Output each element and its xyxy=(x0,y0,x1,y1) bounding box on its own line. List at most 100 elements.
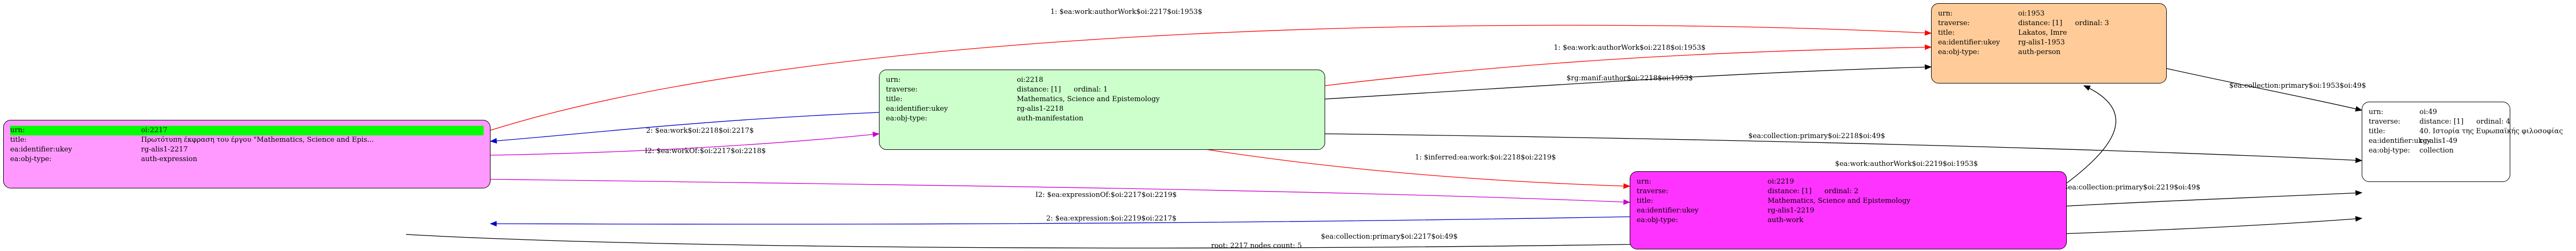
edge-expression-2219-2217 xyxy=(489,216,1630,227)
urn-key: urn: xyxy=(1637,178,1652,186)
title-key: title: xyxy=(886,95,902,103)
edge-expressionof-2217-2219 xyxy=(490,179,1631,205)
identifier-key: ea:identifier:ukey xyxy=(2369,137,2431,145)
urn-value: oi:49 xyxy=(2419,108,2437,116)
traverse-key: traverse: xyxy=(1637,187,1669,195)
obj-type-key: ea:obj-type: xyxy=(1938,48,1980,56)
edge-label: $ea:collection:primary$oi:2219$oi:49$ xyxy=(2064,184,2200,192)
title-key: title: xyxy=(1637,197,1653,205)
traverse-key: traverse: xyxy=(886,86,918,94)
edge-workof-2217-2218 xyxy=(490,132,880,156)
identifier-value: rg-alis1-2219 xyxy=(1768,207,1815,215)
obj-type-key: ea:obj-type: xyxy=(886,115,928,123)
urn-key: urn: xyxy=(2369,108,2384,116)
urn-row: urn: oi:2219 xyxy=(1637,177,2060,187)
urn-row: urn: oi:49 xyxy=(2369,108,2503,117)
urn-key: urn: xyxy=(10,126,25,134)
edge-collection-2219-49 xyxy=(2066,190,2363,207)
edge-label: $ea:collection:primary$oi:1953$oi:49$ xyxy=(2229,82,2366,90)
title-key: title: xyxy=(2369,127,2385,135)
identifier-value: rg-alis1-2218 xyxy=(1017,105,1064,113)
node-oi-2217[interactable]: urn: oi:2217 title: Πρωτότυπη έκφραση το… xyxy=(3,120,491,188)
obj-type-value: auth-expression xyxy=(141,155,198,163)
traverse-value: distance: [1]ordinal: 3 xyxy=(2018,19,2109,27)
edge-label: 2: $ea:expression:$oi:2219$oi:2217$ xyxy=(1046,215,1177,223)
edge-label: I2: $ea:workOf:$oi:2217$oi:2218$ xyxy=(645,147,766,155)
edge-label: $ea:work:authorWork$oi:2219$oi:1953$ xyxy=(1835,160,1978,168)
edge-label: I2: $ea:expressionOf:$oi:2217$oi:2219$ xyxy=(1036,191,1177,199)
obj-type-value: auth-person xyxy=(2018,48,2061,56)
edge-label: 1: $inferred:ea:work:$oi:2218$oi:2219$ xyxy=(1415,154,1556,162)
identifier-row: ea:identifier:ukey rg-alis1-49 xyxy=(2369,136,2503,146)
edge-authorwork-2217-1953 xyxy=(451,25,1932,144)
urn-row: urn: oi:2218 xyxy=(886,75,1318,85)
title-row: title: Lakatos, Imre xyxy=(1938,28,2160,38)
obj-type-row: ea:obj-type: auth-expression xyxy=(10,155,484,164)
node-oi-1953[interactable]: urn: oi:1953 traverse: distance: [1]ordi… xyxy=(1931,3,2167,83)
traverse-key: traverse: xyxy=(2369,118,2401,126)
title-row: title: 40. Ιστορία της Ευρωπαϊκής φιλοσο… xyxy=(2369,127,2563,136)
obj-type-value: collection xyxy=(2419,147,2454,155)
obj-type-key: ea:obj-type: xyxy=(2369,147,2410,155)
urn-key: urn: xyxy=(886,76,901,84)
title-value: Mathematics, Science and Epistemology xyxy=(1017,95,1160,103)
title-row: title: Mathematics, Science and Epistemo… xyxy=(886,95,1318,104)
edge-collection-2217-49 xyxy=(406,216,2363,249)
edge-label: $ea:collection:primary$oi:2217$oi:49$ xyxy=(1321,233,1458,241)
identifier-row: ea:identifier:ukey rg-alis1-2219 xyxy=(1637,206,2060,216)
edge-authorwork-2218-1953 xyxy=(1325,44,1932,86)
edge-layer: 1: $ea:work:authorWork$oi:2217$oi:1953$ … xyxy=(406,8,2366,249)
obj-type-value: auth-manifestation xyxy=(1017,115,1084,123)
traverse-value: distance: [1]ordinal: 1 xyxy=(1017,86,1108,94)
edge-collection-2218-49 xyxy=(1325,133,2363,163)
title-key: title: xyxy=(10,136,27,144)
edge-label: 1: $ea:work:authorWork$oi:2217$oi:1953$ xyxy=(1050,8,1202,16)
edge-manif-author-2218-1953 xyxy=(1325,64,1932,100)
traverse-row: traverse: distance: [1]ordinal: 3 xyxy=(1938,19,2160,28)
identifier-value: rg-alis1-49 xyxy=(2419,137,2457,145)
title-value: Mathematics, Science and Epistemology xyxy=(1768,197,1911,205)
traverse-key: traverse: xyxy=(1938,19,1970,27)
urn-row: urn: oi:1953 xyxy=(1938,9,2160,19)
traverse-value: distance: [1]ordinal: 2 xyxy=(1768,187,1858,195)
obj-type-row: ea:obj-type: auth-person xyxy=(1938,48,2160,57)
title-key: title: xyxy=(1938,29,1955,37)
urn-value: oi:2217 xyxy=(141,126,168,134)
edge-inferred-work-2218-2219 xyxy=(1175,144,1631,189)
edge-work-2218-2217 xyxy=(489,112,880,144)
identifier-value: rg-alis1-2217 xyxy=(141,146,188,154)
edge-label: $ea:collection:primary$oi:2218$oi:49$ xyxy=(1748,132,1885,140)
title-value: Lakatos, Imre xyxy=(2018,29,2067,37)
urn-key: urn: xyxy=(1938,10,1953,18)
node-oi-49[interactable]: urn: oi:49 traverse: distance: [1]ordina… xyxy=(2362,102,2563,182)
traverse-row: traverse: distance: [1]ordinal: 1 xyxy=(886,85,1318,95)
obj-type-key: ea:obj-type: xyxy=(1637,216,1678,224)
obj-type-row: ea:obj-type: collection xyxy=(2369,146,2503,156)
identifier-key: ea:identifier:ukey xyxy=(10,146,72,154)
traverse-row: traverse: distance: [1]ordinal: 4 xyxy=(2369,117,2510,127)
title-row: title: Πρωτότυπη έκφραση του έργου "Math… xyxy=(10,135,484,145)
obj-type-row: ea:obj-type: auth-manifestation xyxy=(886,114,1318,124)
edge-authorwork-2219-1953 xyxy=(2066,85,2116,184)
node-oi-2218[interactable]: urn: oi:2218 traverse: distance: [1]ordi… xyxy=(879,70,1325,150)
identifier-value: rg-alis1-1953 xyxy=(2018,39,2065,47)
edge-label: $rg:manif:author$oi:2218$oi:1953$ xyxy=(1567,74,1693,82)
identifier-row: ea:identifier:ukey rg-alis1-2217 xyxy=(10,145,484,155)
title-value: 40. Ιστορία της Ευρωπαϊκής φιλοσοφίας xyxy=(2419,127,2563,135)
obj-type-key: ea:obj-type: xyxy=(10,155,52,163)
identifier-key: ea:identifier:ukey xyxy=(1637,207,1699,215)
node-oi-2219[interactable]: urn: oi:2219 traverse: distance: [1]ordi… xyxy=(1630,171,2067,249)
traverse-value: distance: [1]ordinal: 4 xyxy=(2419,118,2510,126)
urn-value: oi:2219 xyxy=(1768,178,1794,186)
edge-collection-1953-49 xyxy=(2166,68,2363,112)
obj-type-value: auth-work xyxy=(1768,216,1804,224)
identifier-key: ea:identifier:ukey xyxy=(1938,39,2000,47)
urn-row: urn: oi:2217 xyxy=(10,126,484,135)
identifier-key: ea:identifier:ukey xyxy=(886,105,948,113)
identifier-row: ea:identifier:ukey rg-alis1-1953 xyxy=(1938,38,2160,48)
title-value: Πρωτότυπη έκφραση του έργου "Mathematics… xyxy=(141,136,374,144)
edge-label: 2: $ea:work$oi:2218$oi:2217$ xyxy=(646,127,754,135)
graph-footer: root: 2217 nodes count: 5 xyxy=(1211,242,1302,250)
title-row: title: Mathematics, Science and Epistemo… xyxy=(1637,196,2060,206)
obj-type-row: ea:obj-type: auth-work xyxy=(1637,216,2060,225)
